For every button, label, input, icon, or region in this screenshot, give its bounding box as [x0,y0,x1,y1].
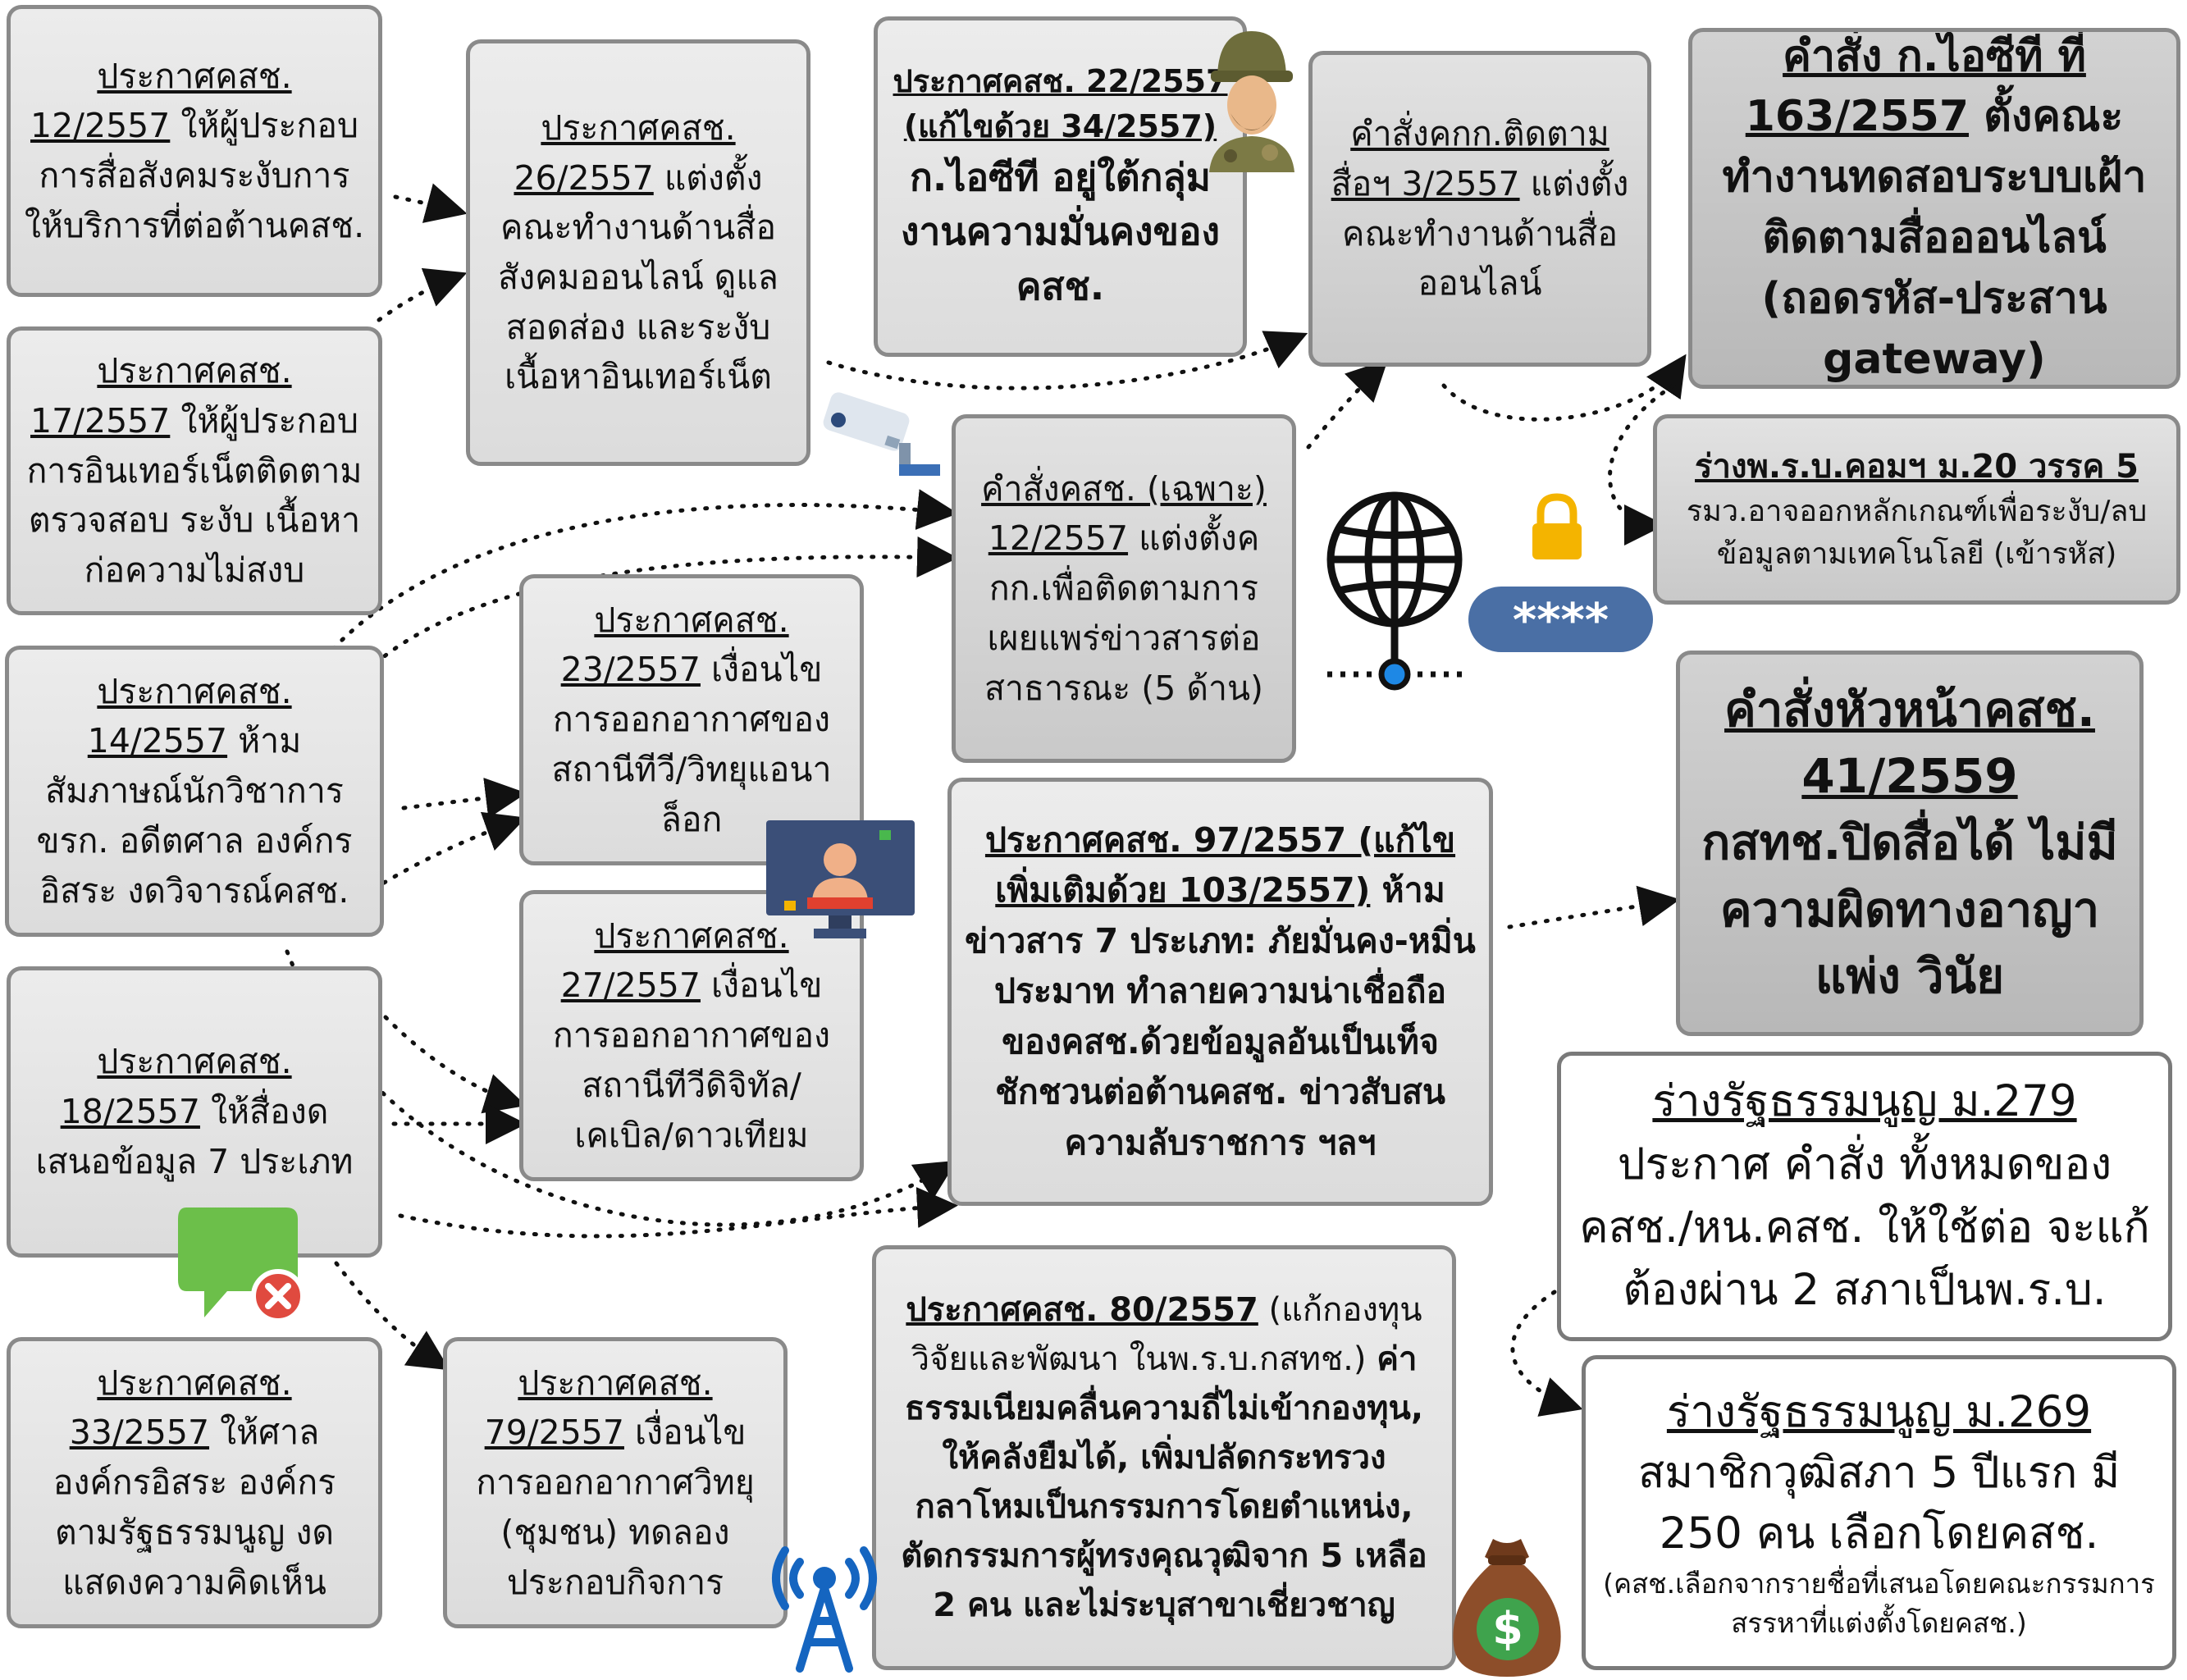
box-announcement-22: ประกาศคสช. 22/2557 (แก้ไขด้วย 34/2557) ก… [874,16,1247,357]
arrow-b17-to-b26 [377,267,468,322]
ref: ประกาศคสช. 27/2557 [560,915,789,1006]
desc: ประกาศ คำสั่ง ทั้งหมดของคสช./หน.คสช. ให้… [1579,1139,2150,1316]
arrow-order12-to-bMon [1306,358,1389,450]
desc: ค่าธรรมเนียมคลื่นความถี่ไม่เข้ากองทุน, ใ… [901,1340,1427,1624]
box-announcement-17: ประกาศคสช. 17/2557 ให้ผู้ประกอบการอินเทอ… [7,326,382,615]
box-announcement-26: ประกาศคสช. 26/2557 แต่งตั้งคณะทำงานด้านส… [466,39,810,466]
ref: คำสั่งคสช. (เฉพาะ) 12/2557 [981,468,1267,559]
radio-tower-icon [772,1546,877,1673]
box-draft-constitution-269: ร่างรัฐธรรมนูญ ม.269 สมาชิกวุฒิสภา 5 ปีแ… [1582,1355,2176,1670]
desc: ให้สื่องดเสนอข้อมูล 7 ประเภท [35,1092,354,1181]
box-announcement-80: ประกาศคสช. 80/2557 (แก้กองทุนวิจัยและพัฒ… [872,1245,1456,1670]
soldier-icon [1209,31,1294,172]
ref: ประกาศคสช. 97/2557 (แก้ไขเพิ่มเติมด้วย 1… [984,819,1456,911]
desc: ให้ผู้ประกอบการสื่อสังคมระงับการให้บริกา… [24,106,365,245]
desc: แต่งตั้งคกก.เพื่อติดตามการเผยแพร่ข่าวสาร… [984,518,1263,708]
arrow-b279-to-b269 [1510,1290,1583,1417]
password-field-icon: **** [1468,587,1653,652]
arrow-b14-to-b23 [401,778,527,819]
desc: เงื่อนไขการออกอากาศของสถานีทีวี/วิทยุแอน… [551,650,832,839]
ref1: คำสั่งหัวหน้าคสช. [1724,682,2095,738]
ref2: 41/2559 [1801,748,2018,805]
ref: ประกาศคสช. 18/2557 [60,1042,292,1132]
globe-network-icon [1326,491,1464,691]
ref: คำสั่งคกก.ติดตามสื่อฯ 3/2557 [1331,114,1609,203]
box-announcement-79: ประกาศคสช. 79/2557 เงื่อนไขการออกอากาศวิ… [443,1337,788,1628]
ref: ประกาศคสช. 12/2557 [30,56,292,146]
note: (คสช.เลือกจากรายชื่อที่เสนอโดยคณะกรรมการ… [1603,1568,2155,1640]
desc: เงื่อนไขการออกอากาศของสถานีทีวีดิจิทัล/เ… [552,966,831,1155]
arrow-bMon-to-bICT [1441,354,1687,422]
desc: ห้ามสัมภาษณ์นักวิชาการ ขรก. อดีตศาล องค์… [36,721,353,911]
box-order-12: คำสั่งคสช. (เฉพาะ) 12/2557 แต่งตั้งคกก.เ… [952,414,1296,763]
desc: ก.ไอซีที อยู่ใต้กลุ่มงานความมั่นคงของคสช… [900,154,1221,308]
box-draft-computer-act-20: ร่างพ.ร.บ.คอมฯ ม.20 วรรค 5 รมว.อาจออกหลั… [1653,414,2180,605]
desc: ให้ศาล องค์กรอิสระ องค์กรตามรัฐธรรมนูญ ง… [53,1413,336,1602]
desc: รมว.อาจออกหลักเกณฑ์เพื่อระงับ/ลบข้อมูลตา… [1686,494,2148,571]
desc: สมาชิกวุฒิสภา 5 ปีแรก มี 250 คน เลือกโดย… [1637,1448,2121,1559]
ref: ประกาศคสช. 79/2557 [484,1363,713,1453]
ref: ประกาศคสช. 80/2557 [906,1291,1258,1329]
arrow-b14-to-b97 [285,949,957,1227]
desc: ห้ามข่าวสาร 7 ประเภท: ภัยมั่นคง-หมิ่นประ… [965,870,1476,1162]
box-draft-constitution-279: ร่างรัฐธรรมนูญ ม.279 ประกาศ คำสั่ง ทั้งหม… [1557,1052,2172,1341]
box-announcement-33: ประกาศคสช. 33/2557 ให้ศาล องค์กรอิสระ อง… [7,1337,382,1628]
ref: ประกาศคสช. 33/2557 [69,1363,292,1453]
ref: 163/2557 [1745,92,1970,142]
tv-presenter-icon [766,820,915,938]
blocked-message-icon [178,1208,305,1323]
ref: ร่างรัฐธรรมนูญ ม.279 [1652,1075,2077,1126]
money-bag-icon: $ [1453,1539,1561,1677]
ref: ประกาศคสช. 26/2557 [514,107,736,198]
ref: ประกาศคสช. 14/2557 [87,671,292,761]
padlock-icon [1532,493,1582,559]
ref: ร่างพ.ร.บ.คอมฯ ม.20 วรรค 5 [1695,447,2139,486]
box-announcement-14: ประกาศคสช. 14/2557 ห้ามสัมภาษณ์นักวิชากา… [5,646,384,937]
ref: ประกาศคสช. 23/2557 [560,600,789,690]
desc: แต่งตั้งคณะทำงานด้านสื่อออนไลน์ [1342,163,1629,304]
box-monitoring-order-3: คำสั่งคกก.ติดตามสื่อฯ 3/2557 แต่งตั้งคณะ… [1308,51,1651,367]
ref: ร่างรัฐธรรมนูญ ม.269 [1666,1386,2092,1437]
box-announcement-97: ประกาศคสช. 97/2557 (แก้ไขเพิ่มเติมด้วย 1… [947,778,1493,1206]
desc: ให้ผู้ประกอบการอินเทอร์เน็ตติดตาม ตรวจสอ… [26,400,363,590]
desc: ตั้งคณะทำงานทดสอบระบบเฝ้าติดตามสื่อออนไล… [1722,92,2147,384]
desc: แต่งตั้งคณะทำงานด้านสื่อสังคมออนไลน์ ดูแ… [498,158,778,397]
box-announcement-27: ประกาศคสช. 27/2557 เงื่อนไขการออกอากาศขอ… [519,890,864,1181]
desc: เงื่อนไขการออกอากาศวิทยุ (ชุมชน) ทดลองปร… [476,1413,755,1602]
ref: ประกาศคสช. 22/2557 (แก้ไขด้วย 34/2557) [893,63,1228,145]
arrow-b18-to-b97 [398,1187,958,1239]
note: (แก้กองทุนวิจัยและพัฒนา ในพ.ร.บ.กสทช.) [911,1291,1422,1378]
arrow-b14-to-b27 [383,1015,527,1114]
ref: ประกาศคสช. 17/2557 [30,351,292,441]
arrow-b97-to-b41 [1507,885,1680,929]
box-announcement-12: ประกาศคสช. 12/2557 ให้ผู้ประกอบการสื่อสั… [7,5,382,297]
box-head-order-41: คำสั่งหัวหน้าคสช. 41/2559 กสทช.ปิดสื่อได… [1676,651,2144,1036]
title: คำสั่ง ก.ไอซีที ที่ [1783,31,2086,81]
arrow-b12-to-b26 [393,183,468,223]
desc: กสทช.ปิดสื่อได้ ไม่มีความผิดทางอาญา แพ่ง… [1701,815,2118,1004]
arrow-bICT-to-draft20 [1608,383,1676,546]
cctv-camera-icon [823,392,940,476]
money-symbol: $ [1492,1603,1523,1655]
box-ict-order-163: คำสั่ง ก.ไอซีที ที่ 163/2557 ตั้งคณะทำงา… [1688,28,2180,389]
arrow-b14-to-b23b [350,811,527,905]
password-mask: **** [1512,594,1609,647]
box-announcement-23: ประกาศคสช. 23/2557 เงื่อนไขการออกอากาศขอ… [519,574,864,865]
